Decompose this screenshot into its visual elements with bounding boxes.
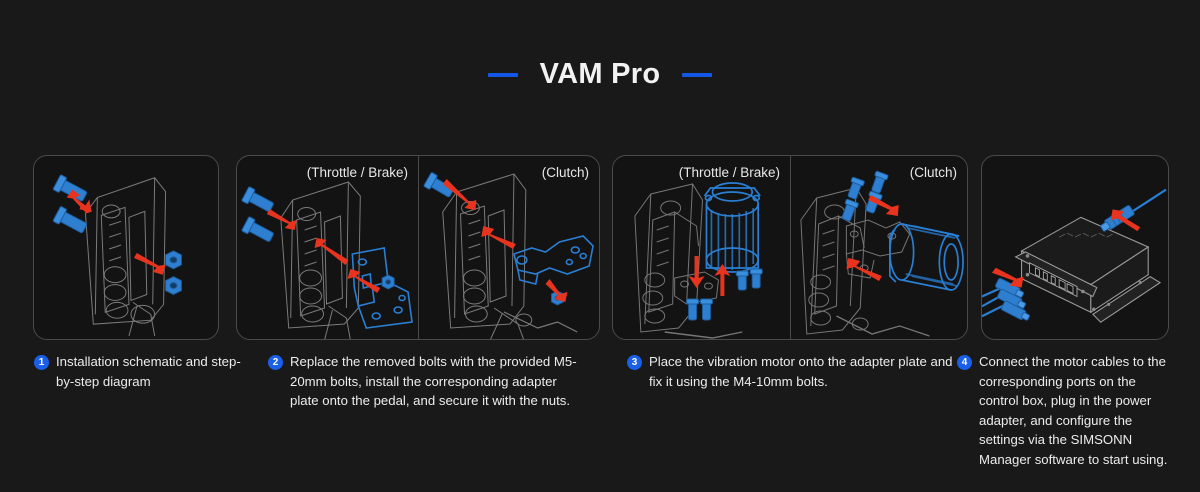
nut-group — [165, 250, 182, 296]
art-pedal-adapter-clutch — [419, 156, 599, 339]
adapter-plate — [512, 235, 594, 285]
label-clutch-step3: (Clutch) — [909, 165, 957, 180]
caption-text-1: Installation schematic and step-by-step … — [56, 354, 241, 389]
caption-step-4: 4 Connect the motor cables to the corres… — [957, 352, 1169, 469]
art-control-box — [982, 156, 1168, 339]
panel-2-clutch: (Clutch) — [418, 156, 599, 339]
vibration-motor — [889, 223, 964, 291]
label-clutch-step2: (Clutch) — [541, 165, 589, 180]
panel-3-clutch: (Clutch) — [790, 156, 967, 339]
arrow-group — [266, 209, 381, 293]
motor-cables — [982, 277, 1030, 321]
bolt-group — [686, 268, 763, 321]
step-badge-4: 4 — [957, 355, 972, 370]
title-dash-right — [682, 72, 713, 77]
step-badge-2: 2 — [268, 355, 283, 370]
art-pedal-adapter-throttle — [237, 156, 418, 339]
arrow-group — [442, 179, 568, 302]
port-strip — [1029, 262, 1078, 298]
screw-group — [1025, 254, 1142, 312]
bolt-group — [241, 186, 274, 242]
bolt-group — [841, 170, 889, 222]
art-motor-throttle — [613, 156, 790, 339]
panel-3-throttle-brake: (Throttle / Brake) — [613, 156, 790, 339]
step-badge-1: 1 — [34, 355, 49, 370]
panel-step-3: (Throttle / Brake) — [612, 155, 968, 340]
arrow-group — [991, 209, 1141, 288]
step-captions: 1 Installation schematic and step-by-ste… — [0, 352, 1200, 492]
caption-step-3: 3 Place the vibration motor onto the ada… — [627, 352, 957, 391]
arrow-group — [846, 195, 899, 281]
box-logo — [1058, 232, 1113, 238]
arrow-group — [688, 256, 731, 296]
step-badge-3: 3 — [627, 355, 642, 370]
vibration-motor — [703, 182, 761, 273]
title-dash-left — [487, 72, 518, 77]
panel-step-2: (Throttle / Brake) — [236, 155, 600, 340]
label-throttle-brake-step2: (Throttle / Brake) — [306, 165, 408, 180]
art-motor-clutch — [791, 156, 967, 339]
panel-2-throttle-brake: (Throttle / Brake) — [237, 156, 418, 339]
caption-step-2: 2 Replace the removed bolts with the pro… — [268, 352, 586, 411]
label-throttle-brake-step3: (Throttle / Brake) — [678, 165, 780, 180]
arrow-group — [66, 189, 166, 275]
caption-text-2: Replace the removed bolts with the provi… — [290, 354, 577, 408]
caption-text-3: Place the vibration motor onto the adapt… — [649, 354, 953, 389]
art-pedal-remove-bolts — [34, 156, 218, 339]
page-title-row: VAM Pro — [0, 58, 1200, 91]
caption-step-1: 1 Installation schematic and step-by-ste… — [34, 352, 249, 391]
panel-step-1 — [33, 155, 219, 340]
page-title: VAM Pro — [539, 58, 661, 90]
nut — [381, 274, 395, 290]
adapter-plate — [351, 247, 413, 329]
panel-step-4 — [981, 155, 1169, 340]
illustration-panels: (Throttle / Brake) — [0, 155, 1200, 340]
caption-text-4: Connect the motor cables to the correspo… — [979, 354, 1168, 467]
